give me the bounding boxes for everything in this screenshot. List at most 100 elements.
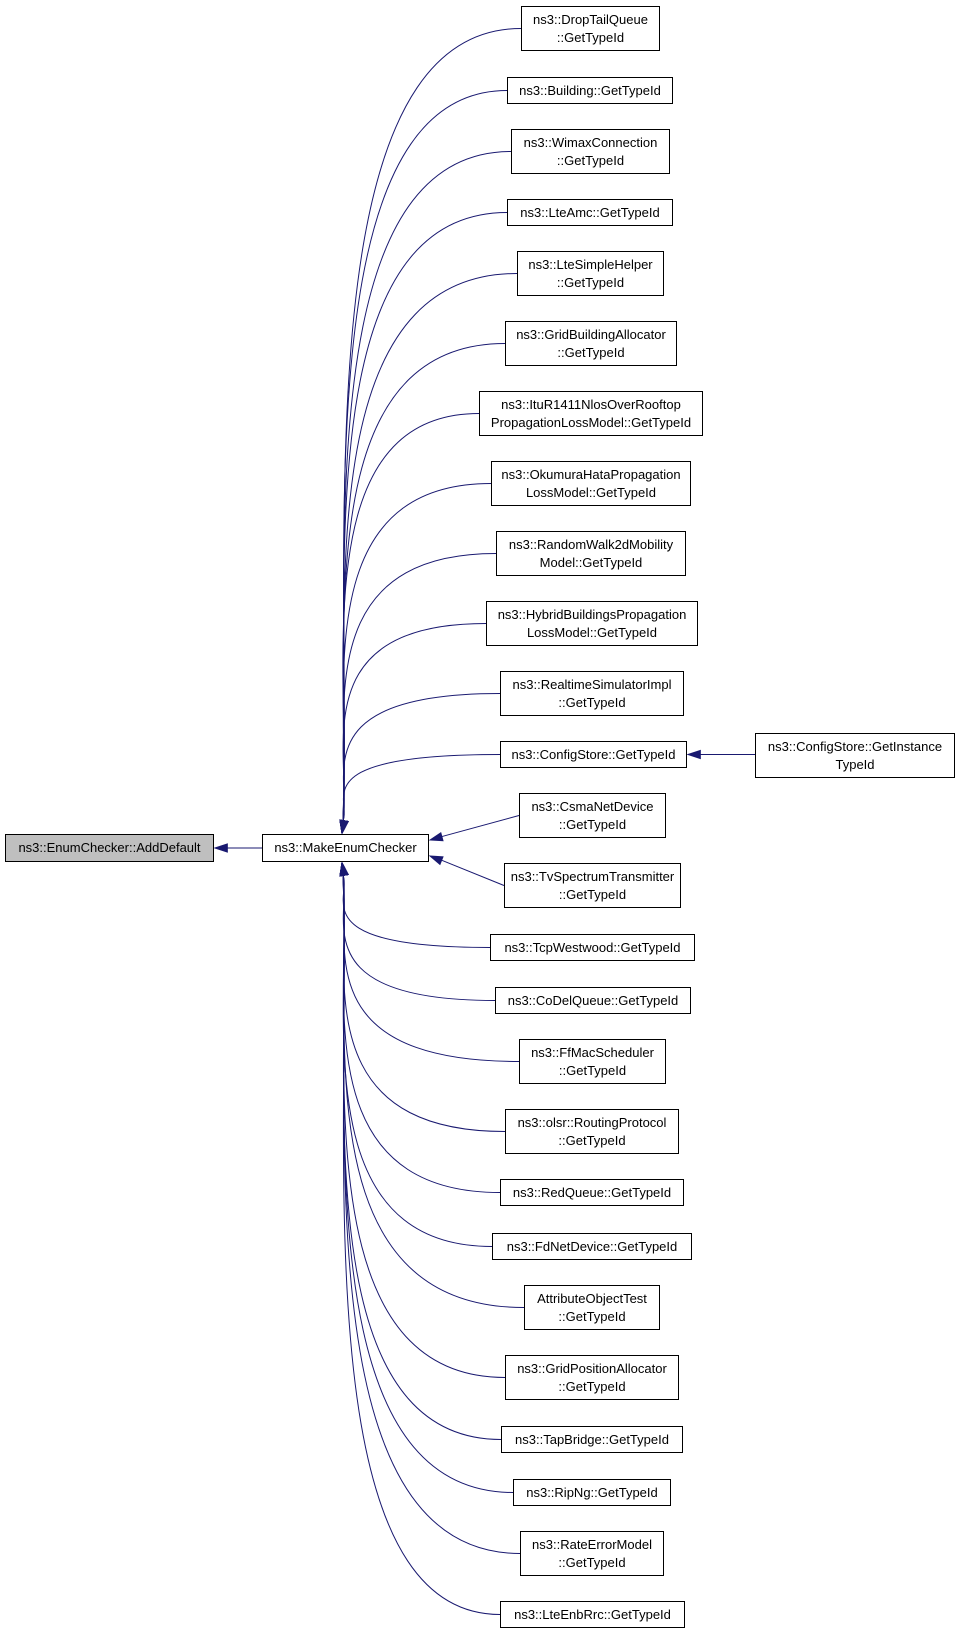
node-label: LossModel::GetTypeId (526, 624, 658, 640)
node-label: ns3::RealtimeSimulatorImpl (512, 676, 672, 692)
node-droptailqueue-gettypeid[interactable]: ns3::DropTailQueue::GetTypeId (521, 6, 660, 51)
edge-hybrid-to-makeenumchecker (342, 623, 487, 822)
node-attributeobjecttest-gettypeid[interactable]: AttributeObjectTest::GetTypeId (524, 1285, 660, 1330)
node-label: ::GetTypeId (558, 1308, 626, 1324)
node-ripng-gettypeid[interactable]: ns3::RipNg::GetTypeId (513, 1479, 671, 1506)
edge-arrowhead (686, 749, 701, 760)
edge-tapbridge-to-makeenumchecker (342, 874, 502, 1440)
edge-red-to-makeenumchecker (342, 874, 501, 1193)
node-label: ::GetTypeId (557, 344, 625, 360)
node-label: ns3::RipNg::GetTypeId (526, 1484, 658, 1500)
node-tvspectrumtransmitter-gettypeid[interactable]: ns3::TvSpectrumTransmitter::GetTypeId (504, 863, 681, 908)
edge-realtime-to-makeenumchecker (342, 693, 501, 822)
node-codelqueue-gettypeid[interactable]: ns3::CoDelQueue::GetTypeId (495, 987, 691, 1014)
node-label: ns3::ConfigStore::GetTypeId (511, 746, 676, 762)
node-label: ns3::HybridBuildingsPropagation (497, 606, 687, 622)
node-lteamc-gettypeid[interactable]: ns3::LteAmc::GetTypeId (507, 199, 673, 226)
node-label: ns3::CsmaNetDevice (531, 798, 654, 814)
node-label: ::GetTypeId (558, 694, 626, 710)
node-label: ns3::WimaxConnection (523, 134, 658, 150)
node-label: ns3::FdNetDevice::GetTypeId (506, 1238, 678, 1254)
node-wimaxconnection-gettypeid[interactable]: ns3::WimaxConnection::GetTypeId (511, 129, 670, 174)
node-label: ns3::LteEnbRrc::GetTypeId (514, 1606, 671, 1622)
node-redqueue-gettypeid[interactable]: ns3::RedQueue::GetTypeId (500, 1179, 684, 1206)
node-lteenbrrc-gettypeid[interactable]: ns3::LteEnbRrc::GetTypeId (500, 1601, 685, 1628)
edge-lteenb-to-makeenumchecker (342, 874, 501, 1615)
node-olsr-routingprotocol-gettypeid[interactable]: ns3::olsr::RoutingProtocol::GetTypeId (505, 1109, 679, 1154)
node-label: ns3::olsr::RoutingProtocol (517, 1114, 667, 1130)
node-label: ns3::GridBuildingAllocator (516, 326, 666, 342)
node-label: Model::GetTypeId (539, 554, 643, 570)
node-realtimesimulatorimpl-gettypeid[interactable]: ns3::RealtimeSimulatorImpl::GetTypeId (500, 671, 684, 716)
node-label: ns3::ItuR1411NlosOverRooftop (501, 396, 681, 412)
node-label: ::GetTypeId (558, 1378, 626, 1394)
edge-cfgstore-to-makeenumchecker (342, 754, 501, 822)
node-makeenumchecker[interactable]: ns3::MakeEnumChecker (262, 834, 429, 862)
edge-codel-to-makeenumchecker (342, 874, 496, 1001)
node-label: ns3::TvSpectrumTransmitter (510, 868, 675, 884)
edge-randwalk-to-makeenumchecker (342, 553, 497, 822)
node-enumchecker-adddefault: ns3::EnumChecker::AddDefault (5, 834, 214, 862)
node-label: LossModel::GetTypeId (525, 484, 657, 500)
node-fdnetdevice-gettypeid[interactable]: ns3::FdNetDevice::GetTypeId (492, 1233, 692, 1260)
node-tapbridge-gettypeid[interactable]: ns3::TapBridge::GetTypeId (501, 1426, 683, 1453)
node-label: ns3::EnumChecker::AddDefault (18, 840, 201, 855)
node-label: ::GetTypeId (556, 29, 625, 45)
node-label: ns3::RedQueue::GetTypeId (512, 1184, 672, 1200)
edge-arrowhead (339, 861, 349, 877)
node-label: ::GetTypeId (558, 886, 627, 902)
node-label: ::GetTypeId (558, 816, 627, 832)
edge-rateerr-to-makeenumchecker (342, 874, 521, 1554)
node-label: ns3::ConfigStore::GetInstance (767, 738, 943, 754)
node-label: PropagationLossModel::GetTypeId (490, 414, 692, 430)
node-rateerrormodel-gettypeid[interactable]: ns3::RateErrorModel::GetTypeId (520, 1531, 664, 1576)
node-label: ns3::RandomWalk2dMobility (508, 536, 674, 552)
node-label: ::GetTypeId (558, 1132, 626, 1148)
node-ffmacscheduler-gettypeid[interactable]: ns3::FfMacScheduler::GetTypeId (519, 1039, 666, 1084)
node-configstore-gettypeid[interactable]: ns3::ConfigStore::GetTypeId (500, 741, 687, 768)
edge-gridpos-to-makeenumchecker (342, 874, 506, 1378)
node-gridpositionallocator-gettypeid[interactable]: ns3::GridPositionAllocator::GetTypeId (505, 1355, 679, 1400)
node-tcpwestwood-gettypeid[interactable]: ns3::TcpWestwood::GetTypeId (490, 934, 695, 961)
edge-tvspec-to-makeenumchecker (439, 859, 505, 886)
node-label: ::GetTypeId (556, 152, 625, 168)
node-label: ns3::FfMacScheduler (531, 1044, 654, 1060)
edge-arrowhead (339, 819, 349, 835)
node-label: AttributeObjectTest (537, 1290, 647, 1306)
node-building-gettypeid[interactable]: ns3::Building::GetTypeId (507, 77, 673, 104)
edge-building-to-makeenumchecker (342, 90, 508, 822)
node-label: ns3::TcpWestwood::GetTypeId (504, 939, 681, 955)
node-label: ns3::LteSimpleHelper (528, 256, 653, 272)
node-ltesimplehelper-gettypeid[interactable]: ns3::LteSimpleHelper::GetTypeId (517, 251, 664, 296)
node-label: ns3::RateErrorModel (532, 1536, 652, 1552)
edge-ripng-to-makeenumchecker (342, 874, 514, 1493)
edge-arrowhead (428, 831, 444, 842)
edge-csma-to-makeenumchecker (439, 815, 520, 838)
node-label: ns3::Building::GetTypeId (519, 82, 661, 98)
node-label: ::GetTypeId (558, 1554, 626, 1570)
node-csmanetdevice-gettypeid[interactable]: ns3::CsmaNetDevice::GetTypeId (519, 793, 666, 838)
edge-ffmac-to-makeenumchecker (342, 874, 520, 1062)
edge-arrowhead (428, 855, 444, 866)
node-label: ns3::LteAmc::GetTypeId (520, 204, 660, 220)
node-label: ns3::MakeEnumChecker (274, 840, 417, 855)
node-label: ::GetTypeId (556, 274, 625, 290)
node-label: ns3::OkumuraHataPropagation (501, 466, 681, 482)
node-label: ns3::CoDelQueue::GetTypeId (507, 992, 679, 1008)
node-label: TypeId (835, 756, 875, 772)
edge-tcpwest-to-makeenumchecker (342, 874, 491, 948)
node-label: ::GetTypeId (558, 1062, 627, 1078)
node-label: ns3::GridPositionAllocator (517, 1360, 667, 1376)
node-label: ns3::TapBridge::GetTypeId (515, 1431, 669, 1447)
node-gridbuildingallocator-gettypeid[interactable]: ns3::GridBuildingAllocator::GetTypeId (505, 321, 677, 366)
edge-olsr-to-makeenumchecker (342, 874, 506, 1132)
node-label: ns3::DropTailQueue (533, 11, 648, 27)
edge-arrowhead (213, 843, 228, 853)
